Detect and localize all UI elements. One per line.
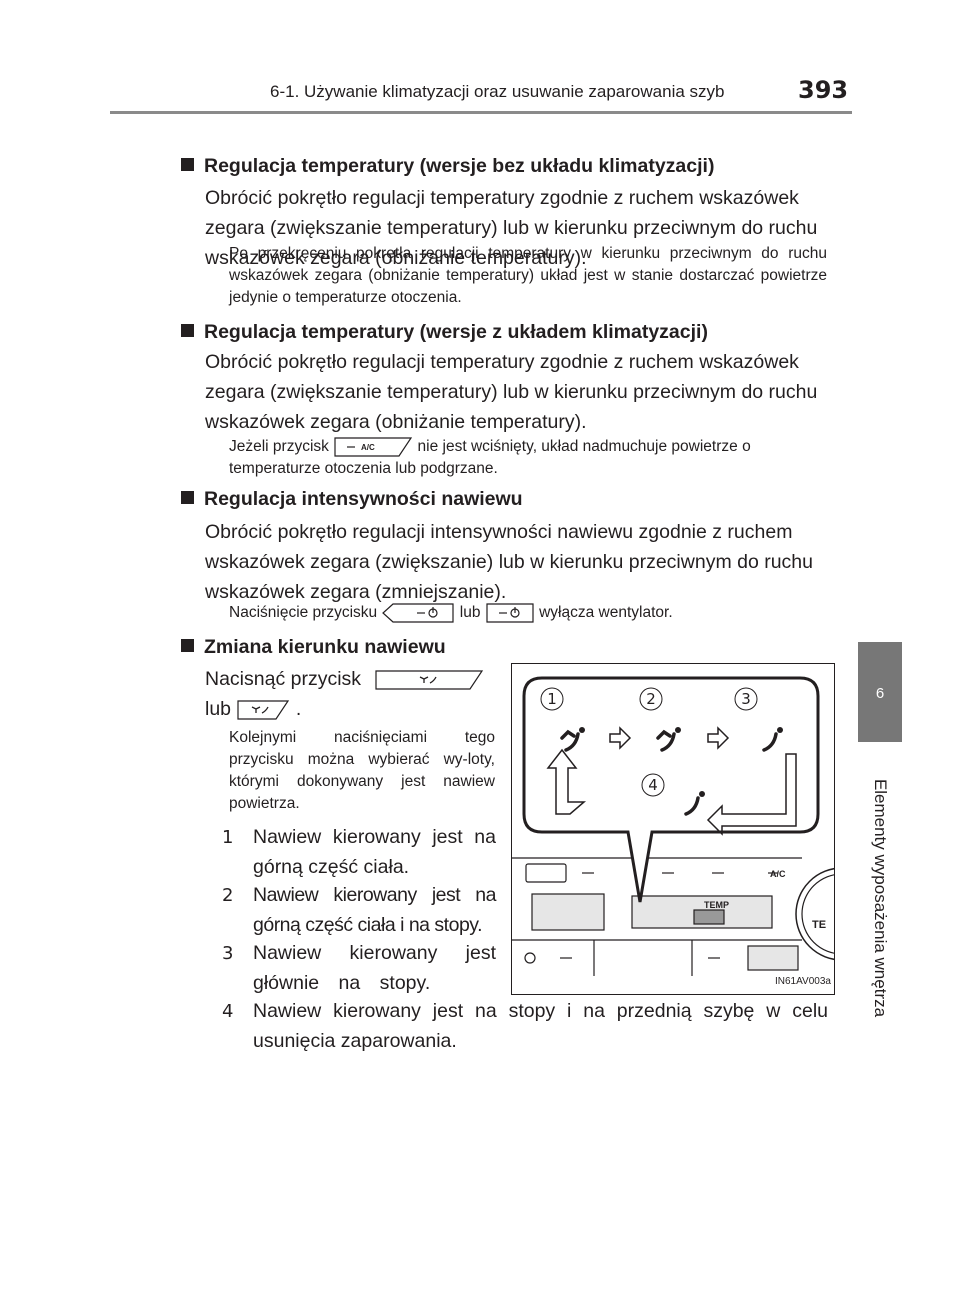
svg-text:TEMP: TEMP bbox=[704, 900, 729, 910]
fan-off-button-icon bbox=[381, 602, 455, 624]
section-note: Jeżeli przycisk A/C nie jest wciśnięty, … bbox=[229, 436, 829, 480]
svg-text:TE: TE bbox=[812, 919, 826, 931]
mode-button-icon bbox=[374, 669, 484, 691]
arrows bbox=[546, 726, 797, 836]
chapter-label: Elementy wyposażenia wnętrza bbox=[871, 778, 890, 1018]
section-note: Kolejnymi naciśnięciami tego przycisku m… bbox=[229, 729, 495, 812]
svg-text:A/C: A/C bbox=[361, 443, 375, 452]
ac-button-icon: A/C bbox=[333, 436, 413, 458]
mode-number-badge: 2 bbox=[222, 885, 234, 906]
svg-text:4: 4 bbox=[648, 776, 658, 794]
section-heading: Zmiana kierunku nawiewu bbox=[181, 636, 446, 659]
svg-text:3: 3 bbox=[741, 690, 751, 708]
mode-description: Nawiew kierowany jest na górną część cia… bbox=[253, 826, 496, 878]
section-note: Naciśnięcie przycisku lub wyłącza wentyl… bbox=[229, 602, 829, 624]
airflow-mode-figure: A/C TEMP TE 1 2 3 4 bbox=[511, 663, 835, 995]
airflow-mode-icons bbox=[560, 729, 778, 816]
mode-description: Nawiew kierowany jest głównie na stopy. bbox=[253, 942, 496, 994]
chapter-number: 6 bbox=[875, 685, 885, 702]
arrow-left-return-icon bbox=[706, 753, 797, 836]
section-body: Nacisnąć przycisk lub . bbox=[205, 664, 505, 724]
chapter-tab bbox=[858, 642, 902, 742]
section-body: Obrócić pokrętło regulacji intensywności… bbox=[205, 521, 813, 603]
section-body: Obrócić pokrętło regulacji temperatury z… bbox=[205, 187, 818, 269]
bullet-square-icon bbox=[181, 158, 194, 171]
arrow-up-return-icon bbox=[546, 748, 587, 815]
mode-description: Nawiew kierowany jest na górną część cia… bbox=[253, 884, 497, 936]
svg-text:2: 2 bbox=[646, 690, 656, 708]
bullet-square-icon bbox=[181, 639, 194, 652]
figure-id: IN61AV003a bbox=[775, 976, 831, 987]
control-panel bbox=[512, 857, 834, 976]
svg-text:A/C: A/C bbox=[770, 869, 786, 879]
header-rule bbox=[110, 111, 852, 114]
mode-number-badge: 4 bbox=[222, 1001, 234, 1022]
section-heading: Regulacja temperatury (wersje bez układu… bbox=[181, 155, 714, 178]
mode-description: Nawiew kierowany jest na stopy i na prze… bbox=[253, 1000, 828, 1052]
mode-number-badge: 3 bbox=[222, 943, 234, 964]
airflow-dots bbox=[579, 727, 783, 797]
section-heading: Regulacja intensywności nawiewu bbox=[181, 488, 523, 511]
bullet-square-icon bbox=[181, 491, 194, 504]
section-note: Po przekręceniu pokrętła regulacji tempe… bbox=[229, 245, 827, 306]
bullet-square-icon bbox=[181, 324, 194, 337]
section-heading: Regulacja temperatury (wersje z układem … bbox=[181, 321, 708, 344]
mode-button-alt-icon bbox=[236, 699, 290, 721]
fan-off-button-alt-icon bbox=[485, 602, 535, 624]
mode-number-badge: 1 bbox=[222, 827, 234, 848]
page-number: 393 bbox=[798, 76, 849, 104]
chapter-label-container: Elementy wyposażenia wnętrza bbox=[860, 748, 900, 1048]
section-body: Obrócić pokrętło regulacji temperatury z… bbox=[205, 351, 818, 433]
arrow-right-icon bbox=[609, 726, 632, 750]
arrow-right-icon bbox=[707, 726, 730, 750]
header-section-title: 6-1. Używanie klimatyzacji oraz usuwanie… bbox=[270, 82, 725, 101]
svg-text:1: 1 bbox=[547, 690, 557, 708]
